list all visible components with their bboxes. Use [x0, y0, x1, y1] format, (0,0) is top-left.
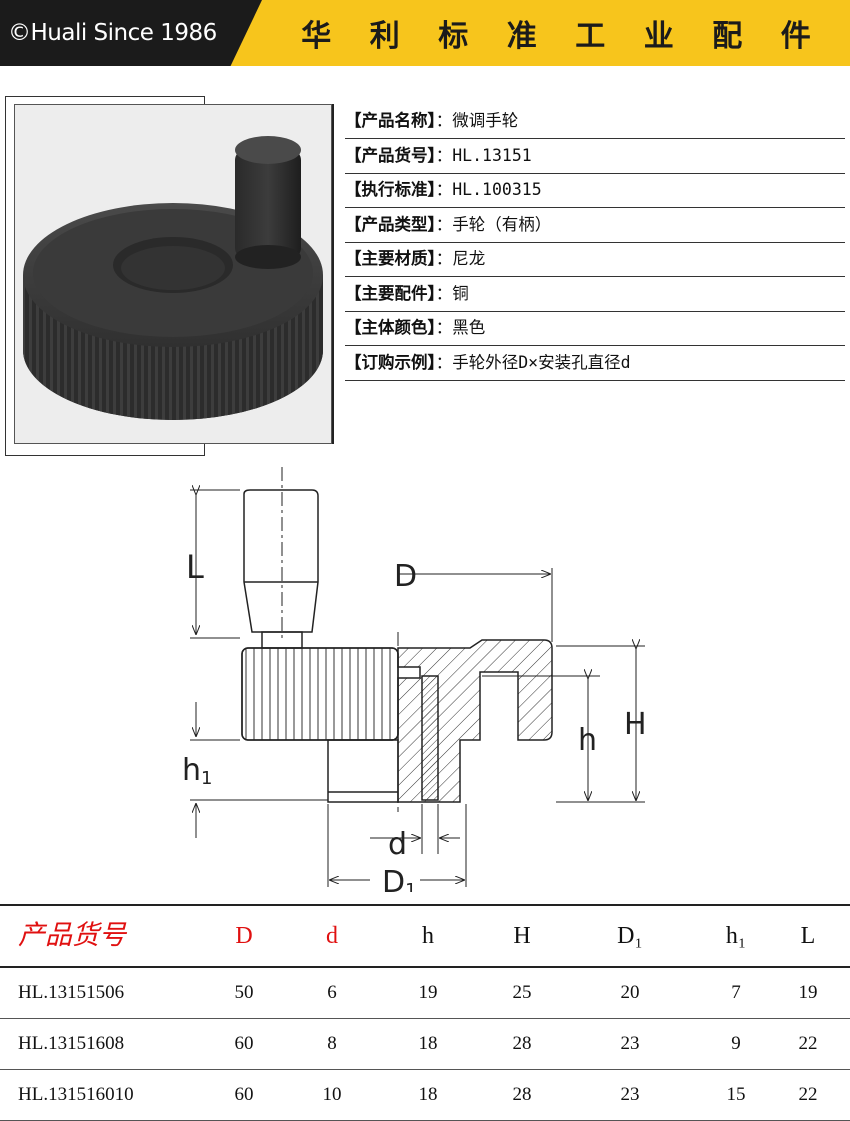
banner-title-char: 利: [369, 19, 400, 54]
dim-label-D1-main: D: [382, 865, 405, 892]
cell-sku: HL.131516010: [18, 1084, 134, 1105]
cell-L: 22: [798, 1033, 818, 1054]
cell-h: 18: [418, 1084, 438, 1105]
spec-label: 【产品名称】: [345, 111, 436, 130]
cell-sku: HL.13151608: [18, 1033, 125, 1054]
dim-label-h1: h1: [182, 753, 212, 789]
spec-row-material: 【主要材质】：尼龙: [345, 244, 845, 277]
dim-label-h1-sub: 1: [201, 768, 212, 789]
cell-h: 19: [418, 982, 438, 1003]
spec-value: ：微调手轮: [435, 111, 519, 130]
banner-title-char: 业: [643, 19, 674, 54]
cell-d: 8: [327, 1033, 337, 1054]
product-photo: [14, 104, 332, 444]
header-d: d: [326, 923, 338, 949]
spec-row-accessory: 【主要配件】：铜: [345, 279, 845, 312]
photo-divider: [332, 104, 334, 444]
cell-d: 6: [327, 982, 337, 1003]
spec-label: 【订购示例】: [345, 352, 436, 372]
spec-label: 【产品类型】: [345, 214, 436, 234]
spec-value: ：铜: [435, 283, 469, 303]
cell-H: 28: [512, 1084, 532, 1105]
header-D1: D₁: [617, 923, 643, 949]
spec-row-color: 【主体颜色】：黑色: [345, 313, 845, 346]
cell-h: 18: [418, 1033, 438, 1054]
spec-row-order-example: 【订购示例】：手轮外径D×安装孔直径d: [345, 348, 845, 381]
table-header: 产品货号 D d h H D₁ h₁ L: [0, 904, 850, 968]
spec-value: ：手轮（有柄）: [435, 214, 552, 234]
spec-row-sku: 【产品货号】：HL.13151: [345, 141, 845, 174]
dim-label-h: h: [578, 723, 597, 758]
brand-label: ©Huali Since 1986: [0, 0, 262, 66]
cell-H: 28: [512, 1033, 532, 1054]
cell-D1: 23: [620, 1084, 640, 1105]
header-banner: ©Huali Since 1986 华 利 标 准 工 业 配 件: [0, 0, 850, 66]
banner-title-char: 华: [301, 19, 332, 54]
dim-label-d: d: [388, 827, 407, 862]
cross-section-diagram: L D H h h1 d D1: [182, 467, 647, 901]
spec-label: 【执行标准】: [345, 180, 436, 199]
cell-L: 22: [798, 1084, 818, 1105]
spec-label: 【主要配件】: [345, 283, 436, 303]
banner-title-char: 标: [438, 19, 469, 54]
spec-label: 【主体颜色】: [345, 318, 436, 337]
cell-H: 25: [512, 982, 532, 1003]
handwheel-photo-icon: [23, 136, 323, 420]
header-sku: 产品货号: [18, 920, 126, 951]
header-H: H: [513, 923, 531, 949]
spec-label: 【主要材质】: [345, 249, 436, 268]
dim-label-D1: D1: [382, 865, 417, 892]
spec-value: ：尼龙: [435, 249, 486, 268]
spec-row-type: 【产品类型】：手轮（有柄）: [345, 210, 845, 243]
cell-D1: 23: [620, 1033, 640, 1054]
dim-label-L: L: [186, 548, 204, 586]
cell-D: 60: [234, 1033, 254, 1054]
cell-h1: 9: [731, 1033, 741, 1054]
banner-title-char: 配: [712, 19, 743, 54]
spec-label: 【产品货号】: [345, 145, 436, 165]
spec-row-name: 【产品名称】：微调手轮: [345, 106, 845, 139]
banner-title-char: 工: [575, 19, 606, 54]
header-h1: h₁: [725, 923, 747, 949]
spec-row-standard: 【执行标准】：HL.100315: [345, 175, 845, 208]
dim-label-h1-main: h: [182, 753, 201, 788]
spec-value: ：手轮外径D×安装孔直径d: [435, 352, 631, 372]
dim-label-D1-sub: 1: [405, 880, 416, 892]
technical-drawing: L D H h h1 d D1: [170, 462, 670, 901]
table-row: HL.131516010 60 10 18 28 23 15 22: [0, 1070, 850, 1121]
dim-label-D: D: [394, 559, 417, 594]
dimension-table: 产品货号 D d h H D₁ h₁ L HL.13151506 50 6 19…: [0, 904, 850, 1121]
cell-h1: 15: [726, 1084, 746, 1105]
cell-D: 50: [234, 982, 254, 1003]
cell-h1: 7: [731, 982, 741, 1003]
dim-label-H: H: [624, 707, 647, 742]
table-row: HL.13151608 60 8 18 28 23 9 22: [0, 1019, 850, 1070]
banner-title-char: 件: [780, 19, 811, 54]
spec-value: ：HL.100315: [435, 180, 542, 199]
spec-value: ：HL.13151: [435, 145, 532, 165]
cell-D1: 20: [620, 982, 640, 1003]
header-h: h: [422, 923, 434, 949]
cell-L: 19: [798, 982, 818, 1003]
cell-d: 10: [322, 1084, 342, 1105]
banner-title: 华 利 标 准 工 业 配 件: [262, 0, 850, 66]
table-row: HL.13151506 50 6 19 25 20 7 19: [0, 968, 850, 1019]
header-L: L: [800, 923, 816, 949]
cell-sku: HL.13151506: [18, 982, 125, 1003]
spec-value: ：黑色: [435, 318, 486, 337]
banner-title-char: 准: [506, 19, 537, 54]
spec-list: 【产品名称】：微调手轮 【产品货号】：HL.13151 【执行标准】：HL.10…: [345, 106, 845, 382]
cell-D: 60: [234, 1084, 254, 1105]
header-D: D: [235, 923, 253, 949]
